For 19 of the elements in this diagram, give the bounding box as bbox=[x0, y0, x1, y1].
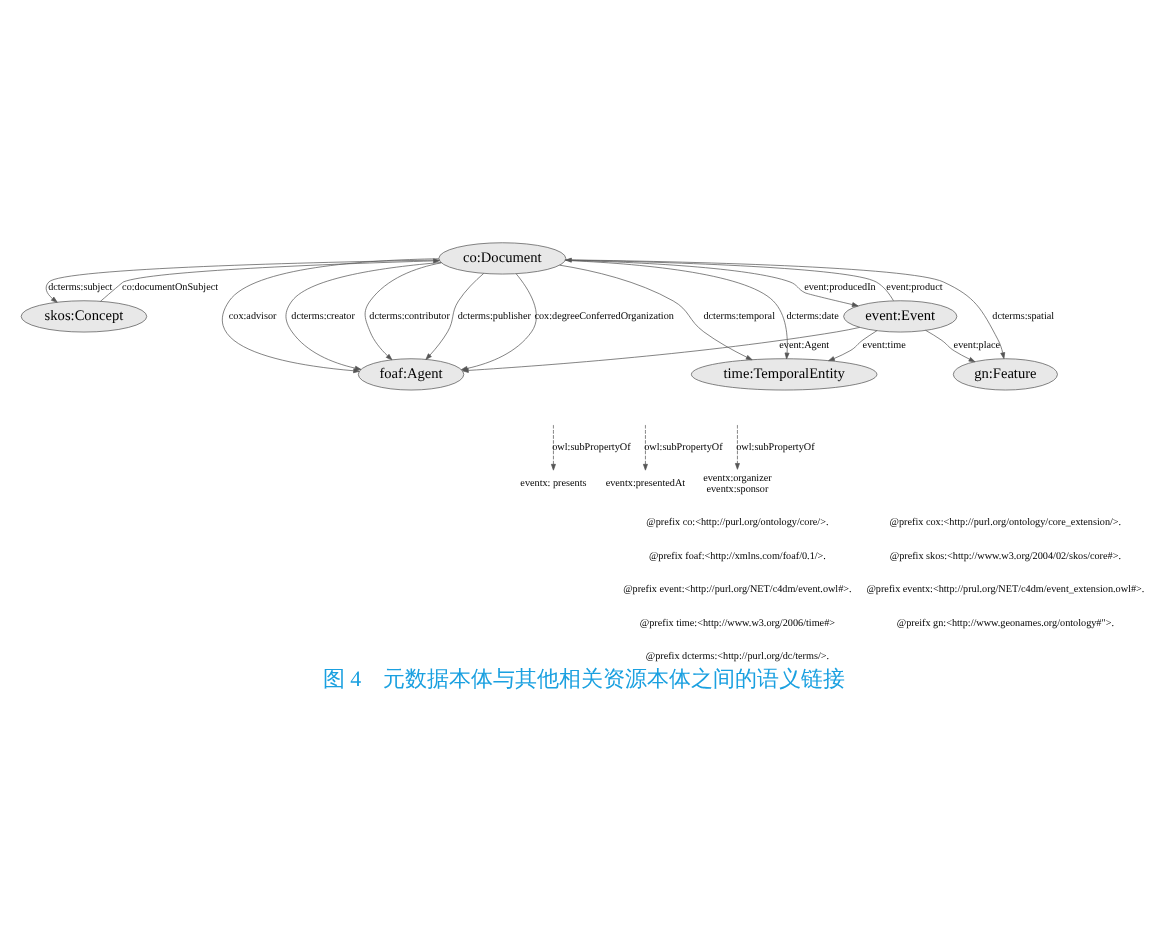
arrow bbox=[565, 257, 894, 302]
node-ellipse: skos:Concept bbox=[20, 300, 148, 333]
arrow bbox=[643, 424, 648, 471]
arrow bbox=[735, 424, 740, 470]
arrow bbox=[828, 330, 878, 362]
arrow bbox=[45, 259, 440, 303]
arrow bbox=[559, 264, 753, 361]
arrow bbox=[425, 273, 485, 360]
arrow bbox=[285, 262, 442, 371]
arrow bbox=[925, 329, 976, 363]
arrow bbox=[565, 259, 1006, 359]
node-ellipse: co:Document bbox=[438, 242, 567, 275]
node-ellipse: foaf:Agent bbox=[357, 358, 465, 391]
arrow bbox=[364, 262, 442, 361]
arrow bbox=[565, 259, 859, 307]
arrow bbox=[551, 424, 556, 471]
arrow bbox=[222, 258, 440, 374]
arrow bbox=[100, 258, 440, 302]
caption: 图 4 元数据本体与其他相关资源本体之间的语义链接 bbox=[322, 667, 846, 692]
